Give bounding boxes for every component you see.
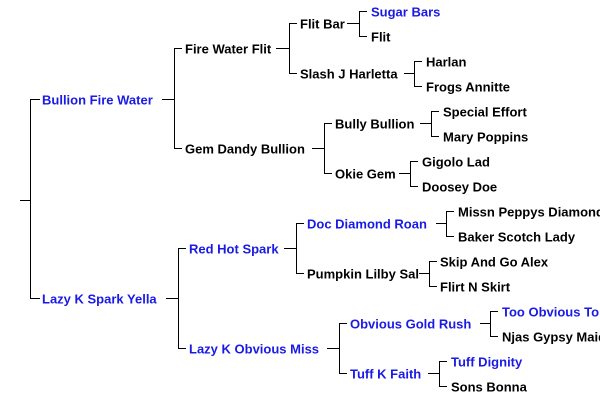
pedigree-node-gen4-13[interactable]: Too Obvious To Tell xyxy=(502,304,600,320)
pedigree-node-dam[interactable]: Lazy K Spark Yella xyxy=(42,291,157,307)
pedigree-node-gen4-7: Gigolo Lad xyxy=(422,154,490,170)
pedigree-node-dam-dam-sire[interactable]: Obvious Gold Rush xyxy=(350,316,472,332)
pedigree-node-dam-sire-dam: Pumpkin Lilby Sal xyxy=(307,266,419,282)
pedigree-node-dam-dam[interactable]: Lazy K Obvious Miss xyxy=(189,341,320,357)
pedigree-node-sire-sire-sire: Flit Bar xyxy=(300,16,345,32)
pedigree-node-sire-dam-dam: Okie Gem xyxy=(335,166,396,182)
pedigree-node-gen4-14: Njas Gypsy Maid xyxy=(502,329,600,345)
pedigree-node-gen4-3: Harlan xyxy=(426,54,467,70)
pedigree-node-gen4-15[interactable]: Tuff Dignity xyxy=(451,354,523,370)
pedigree-node-gen4-6: Mary Poppins xyxy=(443,129,529,145)
pedigree-node-dam-sire[interactable]: Red Hot Spark xyxy=(189,241,279,257)
pedigree-node-gen4-9: Missn Peppys Diamond xyxy=(458,204,600,220)
pedigree-node-gen4-2: Flit xyxy=(371,29,391,45)
pedigree-node-gen4-1[interactable]: Sugar Bars xyxy=(371,4,441,20)
pedigree-node-gen4-11: Skip And Go Alex xyxy=(440,254,549,270)
pedigree-node-sire[interactable]: Bullion Fire Water xyxy=(42,92,153,108)
pedigree-node-sire-dam: Gem Dandy Bullion xyxy=(185,141,305,157)
pedigree-node-gen4-8: Doosey Doe xyxy=(422,179,498,195)
pedigree-node-gen4-16: Sons Bonna xyxy=(451,379,527,395)
pedigree-node-gen4-12: Flirt N Skirt xyxy=(440,279,511,295)
pedigree-node-dam-sire-sire[interactable]: Doc Diamond Roan xyxy=(307,216,427,232)
pedigree-node-dam-dam-dam[interactable]: Tuff K Faith xyxy=(350,366,422,382)
pedigree-node-gen4-4: Frogs Annitte xyxy=(426,79,511,95)
pedigree-node-sire-sire-dam: Slash J Harletta xyxy=(300,66,398,82)
pedigree-node-gen4-5: Special Effort xyxy=(443,104,527,120)
pedigree-node-sire-sire: Fire Water Flit xyxy=(185,41,272,57)
pedigree-node-gen4-10: Baker Scotch Lady xyxy=(458,229,576,245)
pedigree-node-sire-dam-sire: Bully Bullion xyxy=(335,116,415,132)
